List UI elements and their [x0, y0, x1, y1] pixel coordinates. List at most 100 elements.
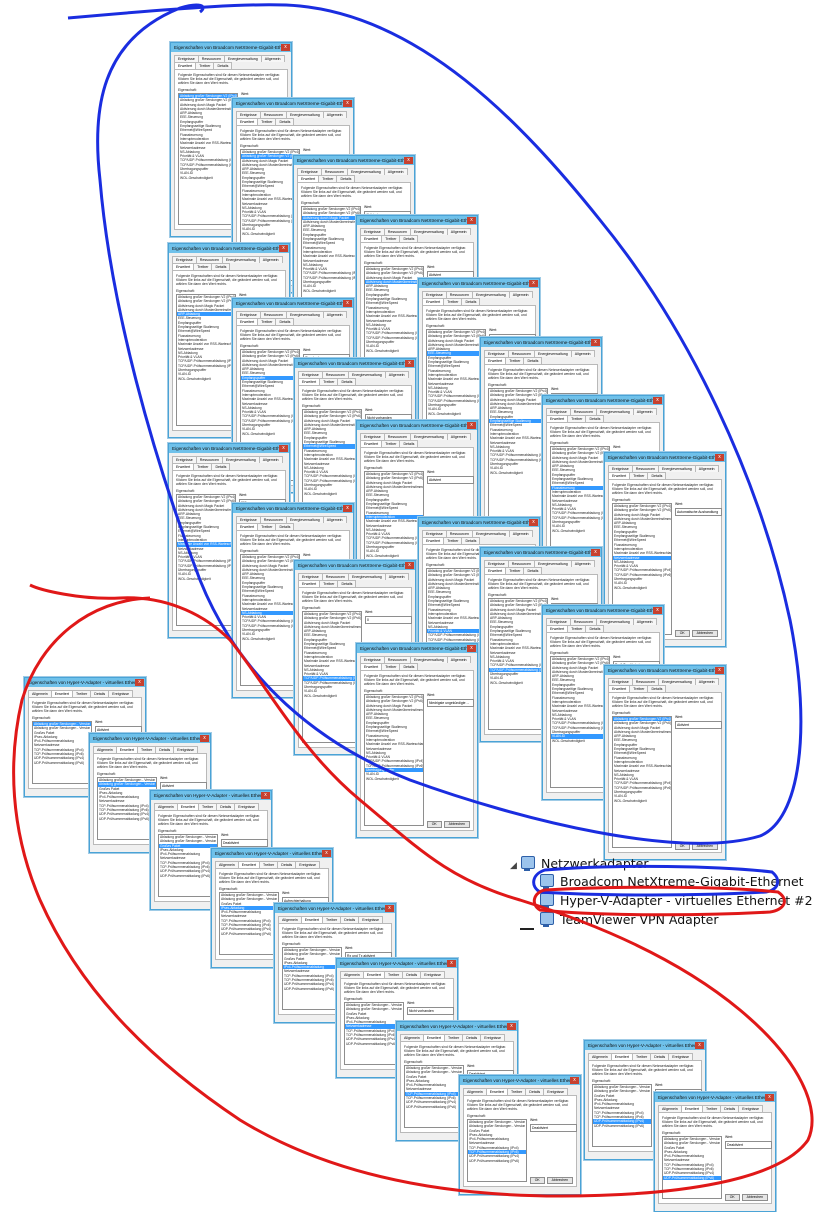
tab-6[interactable]: Details — [461, 298, 481, 305]
tab-5[interactable]: Treiber — [629, 685, 649, 692]
property-item[interactable]: Abladung großer Sendungen - Version 2 (I… — [406, 1070, 463, 1075]
dialog-titlebar[interactable]: Eigenschaften von Broadcom NetXtreme-Gig… — [294, 156, 414, 165]
property-item[interactable]: Maximale Anzahl von RSS-Warteschlangen — [490, 646, 547, 651]
tab-1[interactable]: Erweitert — [176, 803, 199, 810]
dialog-titlebar[interactable]: Eigenschaften von Broadcom NetXtreme-Gig… — [605, 453, 725, 462]
tab-0[interactable]: Allgemein — [215, 861, 239, 868]
tab-4[interactable]: Erweitert — [422, 537, 445, 544]
tab-6[interactable]: Details — [211, 263, 231, 270]
tab-4[interactable]: Erweitert — [360, 235, 383, 242]
device-broadcom[interactable]: Broadcom NetXtreme-Gigabit-Ethernet — [540, 874, 804, 889]
property-item[interactable]: WOL-Geschwindigkeit — [304, 693, 337, 698]
close-icon[interactable]: x — [279, 245, 288, 252]
ok-button[interactable]: OK — [529, 1177, 545, 1184]
tab-4[interactable]: Erweitert — [236, 523, 259, 530]
property-item[interactable]: Maximale Anzahl von RSS-Warteschlangen — [366, 742, 423, 747]
dialog-titlebar[interactable]: Eigenschaften von Broadcom NetXtreme-Gig… — [169, 244, 289, 253]
tab-0[interactable]: Ereignisse — [298, 573, 323, 580]
property-item[interactable]: Abladung großer Sendungen - Version 2 (I… — [160, 839, 217, 844]
tab-2[interactable]: Energieverwaltung — [657, 465, 696, 472]
dialog-titlebar[interactable]: Eigenschaften von Broadcom NetXtreme-Gig… — [233, 504, 353, 513]
tab-6[interactable]: Details — [461, 537, 481, 544]
tab-2[interactable]: Treiber — [383, 971, 404, 978]
tab-1[interactable]: Ressourcen — [569, 618, 597, 625]
tab-2[interactable]: Energieverwaltung — [657, 678, 696, 685]
property-item[interactable]: Abladung großer Sendungen - Version 2 (I… — [594, 1089, 651, 1094]
tab-0[interactable]: Ereignisse — [298, 371, 323, 378]
tab-1[interactable]: Ressourcen — [321, 371, 349, 378]
tab-2[interactable]: Energieverwaltung — [285, 111, 324, 118]
property-item[interactable]: Maximale Anzahl von RSS-Warteschlangen — [552, 704, 609, 709]
close-icon[interactable]: x — [385, 905, 394, 912]
property-item[interactable]: Abladung großer Sendungen V2 (IPv6) — [180, 98, 237, 103]
property-item[interactable]: WOL-Geschwindigkeit — [552, 528, 585, 533]
property-item[interactable]: Abladung großer Sendungen V2 (IPv6) — [614, 508, 671, 513]
tab-2[interactable]: Energieverwaltung — [346, 168, 385, 175]
property-list[interactable]: Abladung großer Sendungen V2 (IPv4)Ablad… — [178, 93, 238, 225]
property-item[interactable]: Abladung großer Sendungen V2 (IPv6) — [490, 393, 547, 398]
property-list[interactable]: Abladung großer Sendungen V2 (IPv4)Ablad… — [550, 656, 610, 788]
tab-4[interactable]: Erweitert — [297, 175, 320, 182]
property-item[interactable]: Abladung großer Sendungen V2 (IPv6) — [242, 354, 299, 359]
tab-2[interactable]: Energieverwaltung — [533, 350, 572, 357]
tab-6[interactable]: Details — [275, 523, 295, 530]
tab-4[interactable]: Erweitert — [484, 567, 507, 574]
property-item[interactable]: Maximale Anzahl von RSS-Warteschlangen — [428, 377, 485, 382]
tab-6[interactable]: Details — [336, 175, 356, 182]
ok-button[interactable]: OK — [674, 843, 690, 850]
tab-4[interactable]: Erweitert — [174, 62, 197, 69]
tab-5[interactable]: Treiber — [443, 537, 463, 544]
tab-2[interactable]: Energieverwaltung — [471, 530, 510, 537]
tab-5[interactable]: Treiber — [195, 62, 215, 69]
property-item[interactable]: Maximale Anzahl von RSS-Warteschlangen — [180, 141, 237, 146]
property-item[interactable]: Abladung großer Sendungen V2 (IPv6) — [366, 476, 423, 481]
property-item[interactable]: Abladung großer Sendungen - Version 2 (I… — [98, 782, 156, 787]
tab-0[interactable]: Ereignisse — [422, 291, 447, 298]
dialog-titlebar[interactable]: Eigenschaften von Hyper-V-Adapter - virt… — [585, 1041, 705, 1050]
tab-5[interactable]: Treiber — [629, 472, 649, 479]
property-item[interactable]: UDP-Prüfsummenabladung (IPv6) — [34, 760, 85, 765]
tab-1[interactable]: Erweitert — [422, 1034, 445, 1041]
tab-4[interactable]: Ereignisse — [173, 746, 198, 753]
device-category-network-adapters[interactable]: ◢Netzwerkadapter — [510, 856, 649, 871]
tab-2[interactable]: Treiber — [197, 803, 218, 810]
tab-1[interactable]: Ressourcen — [383, 433, 411, 440]
property-item[interactable]: Abladung großer Sendungen V2 (IPv6) — [552, 661, 609, 666]
property-item[interactable]: UDP-Prüfsummenabladung (IPv6) — [663, 1175, 721, 1180]
tab-3[interactable]: Details — [216, 803, 236, 810]
property-list[interactable]: Abladung großer Sendungen V2 (IPv4)Ablad… — [364, 694, 424, 826]
close-icon[interactable]: x — [507, 1023, 516, 1030]
property-item[interactable]: UDP-Prüfsummenabladung (IPv6) — [469, 1158, 520, 1163]
tab-3[interactable]: Allgemein — [446, 656, 471, 663]
dialog-titlebar[interactable]: Eigenschaften von Broadcom NetXtreme-Gig… — [295, 359, 415, 368]
property-item[interactable]: Maximale Anzahl von RSS-Warteschlangen — [304, 659, 361, 664]
property-item[interactable]: Maximale Anzahl von RSS-Warteschlangen — [490, 436, 547, 441]
tab-1[interactable]: Ressourcen — [507, 350, 535, 357]
tab-6[interactable]: Details — [647, 685, 667, 692]
close-icon[interactable]: x — [279, 445, 288, 452]
tab-6[interactable]: Details — [585, 415, 605, 422]
property-list[interactable]: Abladung großer Sendungen - Version 2 (I… — [219, 892, 279, 955]
tab-3[interactable]: Allgemein — [508, 291, 533, 298]
tab-6[interactable]: Details — [399, 235, 419, 242]
property-list[interactable]: Abladung großer Sendungen - Version 2 (I… — [282, 947, 342, 1010]
tab-0[interactable]: Ereignisse — [546, 408, 571, 415]
tab-2[interactable]: Treiber — [443, 1034, 464, 1041]
tab-3[interactable]: Allgemein — [632, 618, 657, 625]
property-item[interactable]: WOL-Geschwindigkeit — [614, 798, 647, 803]
tab-3[interactable]: Allgemein — [260, 55, 285, 62]
tab-2[interactable]: Treiber — [701, 1105, 722, 1112]
tab-5[interactable]: Treiber — [381, 440, 401, 447]
tab-2[interactable]: Energieverwaltung — [285, 311, 324, 318]
property-item[interactable]: Abladung großer Sendungen V2 (IPv6) — [428, 334, 485, 339]
tab-3[interactable]: Allgemein — [570, 560, 595, 567]
dialog-titlebar[interactable]: Eigenschaften von Broadcom NetXtreme-Gig… — [481, 338, 601, 347]
tab-1[interactable]: Ressourcen — [445, 530, 473, 537]
close-icon[interactable]: x — [467, 645, 476, 652]
tab-4[interactable]: Erweitert — [608, 685, 631, 692]
property-item[interactable]: WOL-Geschwindigkeit — [366, 348, 399, 353]
dialog-titlebar[interactable]: Eigenschaften von Hyper-V-Adapter - virt… — [397, 1022, 517, 1031]
tab-5[interactable]: Treiber — [443, 298, 463, 305]
tab-4[interactable]: Erweitert — [172, 463, 195, 470]
tab-6[interactable]: Details — [275, 118, 295, 125]
